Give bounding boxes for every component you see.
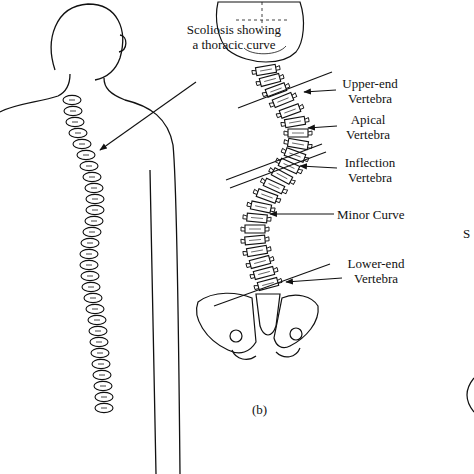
reference-line — [214, 264, 330, 306]
pelvis — [197, 293, 319, 359]
spine-vertebrae — [77, 150, 95, 159]
spine-vertebrae — [94, 381, 112, 390]
spine-vertebrae — [81, 271, 99, 280]
pelvis — [256, 294, 280, 335]
person-outline — [0, 74, 70, 112]
annotation-label: Lower-end Vertebra — [342, 256, 410, 286]
spine-vertebrae — [86, 194, 104, 203]
spine-vertebrae — [95, 403, 113, 412]
pelvis — [290, 328, 302, 340]
spine-vertebrae — [95, 392, 113, 401]
spine-vertebrae — [66, 117, 84, 126]
leader-arrow — [100, 82, 196, 150]
annotation-label: S — [463, 226, 474, 241]
spine-vertebrae — [63, 95, 113, 412]
leader-arrow — [308, 126, 337, 128]
spine-vertebrae — [80, 249, 98, 258]
leader-arrow — [270, 90, 342, 282]
spine-vertebrae — [284, 129, 312, 137]
spine-vertebrae — [84, 293, 102, 302]
pelvis — [274, 295, 318, 347]
cropped-figure-part — [467, 378, 474, 412]
pelvis — [232, 348, 300, 359]
spine-vertebrae — [83, 227, 101, 236]
reference-line — [238, 72, 332, 108]
spine-vertebrae — [85, 183, 103, 192]
reference-line — [230, 152, 326, 188]
annotation-label: Scoliosis showing a thoracic curve — [186, 22, 282, 52]
leader-arrow — [300, 166, 337, 168]
spine-vertebrae — [63, 95, 81, 104]
person-outline — [119, 35, 126, 52]
spine-vertebrae — [88, 315, 106, 324]
reference-line — [226, 144, 322, 180]
annotation-label: Inflection Vertebra — [338, 155, 402, 185]
spine-vertebrae — [281, 116, 310, 129]
spine-vertebrae — [82, 282, 100, 291]
person-outline — [150, 170, 156, 474]
spine-vertebrae — [81, 238, 99, 247]
spine-vertebrae — [86, 304, 104, 313]
spine-vertebrae — [91, 348, 109, 357]
spine-vertebrae — [241, 235, 270, 245]
pelvis — [230, 330, 242, 342]
reference-line — [214, 72, 332, 306]
spine-vertebrae — [80, 161, 98, 170]
spine-vertebrae — [241, 64, 313, 292]
leader-arrow — [270, 213, 334, 214]
spine-vertebrae — [93, 370, 111, 379]
spine-vertebrae — [253, 277, 282, 292]
pelvis — [197, 293, 256, 353]
spine-vertebrae — [246, 200, 275, 214]
spine-vertebrae — [243, 213, 272, 223]
spine-vertebrae — [83, 172, 101, 181]
spine-vertebrae — [86, 205, 104, 214]
leader-arrow — [304, 90, 336, 92]
spine-vertebrae — [89, 326, 107, 335]
person-outline — [51, 4, 122, 80]
spine-vertebrae — [73, 139, 91, 148]
spine-vertebrae — [64, 106, 82, 115]
person-outline — [0, 4, 180, 474]
annotation-label: Apical Vertebra — [338, 112, 398, 142]
annotation-label: Upper-end Vertebra — [336, 76, 404, 106]
leader-arrow — [286, 278, 342, 282]
spine-vertebrae — [241, 225, 269, 233]
spine-vertebrae — [92, 359, 110, 368]
person-outline — [104, 78, 180, 474]
spine-vertebrae — [69, 128, 87, 137]
spine-vertebrae — [85, 216, 103, 225]
panel-label: (b) — [252, 402, 282, 417]
spine-vertebrae — [90, 337, 108, 346]
annotation-label: Minor Curve — [337, 207, 427, 222]
spine-vertebrae — [80, 260, 98, 269]
